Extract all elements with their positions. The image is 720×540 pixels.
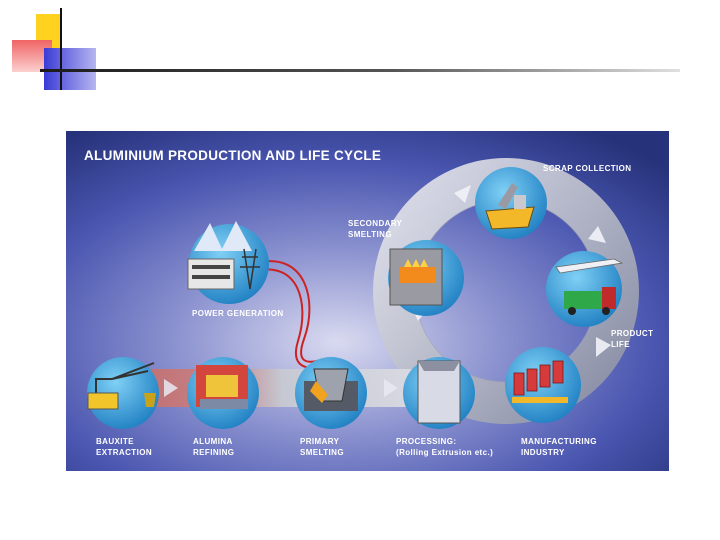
svg-text:PRIMARY: PRIMARY: [300, 437, 340, 446]
life-cycle-diagram: ALUMINIUM PRODUCTION AND LIFE CYCLE: [66, 131, 669, 471]
svg-text:POWER GENERATION: POWER GENERATION: [192, 309, 284, 318]
label-secondary-smelting: SECONDARY SMELTING: [348, 219, 403, 239]
label-product-life: PRODUCT LIFE: [611, 329, 653, 349]
label-bauxite-extraction: BAUXITE EXTRACTION: [96, 437, 152, 457]
pylon-icon: [240, 248, 260, 290]
node-secondary-smelting: [388, 240, 464, 316]
svg-text:EXTRACTION: EXTRACTION: [96, 448, 152, 457]
svg-text:ALUMINA: ALUMINA: [193, 437, 233, 446]
node-power-generation: [187, 221, 269, 304]
node-processing: [403, 357, 475, 429]
truck-icon: [564, 291, 602, 309]
svg-text:(Rolling Extrusion etc.): (Rolling Extrusion etc.): [396, 448, 493, 457]
svg-text:LIFE: LIFE: [611, 340, 630, 349]
ladle-row-icon: [513, 360, 564, 396]
power-plant-icon: [187, 258, 235, 290]
svg-text:SCRAP COLLECTION: SCRAP COLLECTION: [543, 164, 631, 173]
rolled-sheet-icon: [417, 360, 461, 424]
node-alumina-refining: [187, 357, 259, 429]
svg-text:REFINING: REFINING: [193, 448, 234, 457]
corner-vertical-line: [60, 8, 62, 90]
label-primary-smelting: PRIMARY SMELTING: [300, 437, 344, 457]
plane-icon: [555, 258, 624, 274]
svg-text:PRODUCT: PRODUCT: [611, 329, 653, 338]
svg-text:SMELTING: SMELTING: [300, 448, 344, 457]
scrap-bin-icon: [485, 206, 535, 230]
label-processing: PROCESSING: (Rolling Extrusion etc.): [396, 437, 493, 457]
svg-text:BAUXITE: BAUXITE: [96, 437, 134, 446]
svg-text:SECONDARY: SECONDARY: [348, 219, 403, 228]
svg-text:MANUFACTURING: MANUFACTURING: [521, 437, 597, 446]
node-primary-smelting: [295, 357, 367, 429]
svg-text:SMELTING: SMELTING: [348, 230, 392, 239]
node-scrap-collection: [475, 167, 547, 239]
label-manufacturing-industry: MANUFACTURING INDUSTRY: [521, 437, 597, 457]
slide-header-line: [40, 69, 680, 72]
node-bauxite-extraction: [87, 357, 159, 429]
svg-text:PROCESSING:: PROCESSING:: [396, 437, 456, 446]
label-scrap-collection: SCRAP COLLECTION: [543, 164, 631, 173]
label-alumina-refining: ALUMINA REFINING: [193, 437, 234, 457]
node-manufacturing-industry: [505, 347, 581, 423]
svg-text:INDUSTRY: INDUSTRY: [521, 448, 565, 457]
diagram-title: ALUMINIUM PRODUCTION AND LIFE CYCLE: [84, 148, 381, 163]
node-product-life: [546, 251, 624, 327]
label-power-generation: POWER GENERATION: [192, 309, 284, 318]
